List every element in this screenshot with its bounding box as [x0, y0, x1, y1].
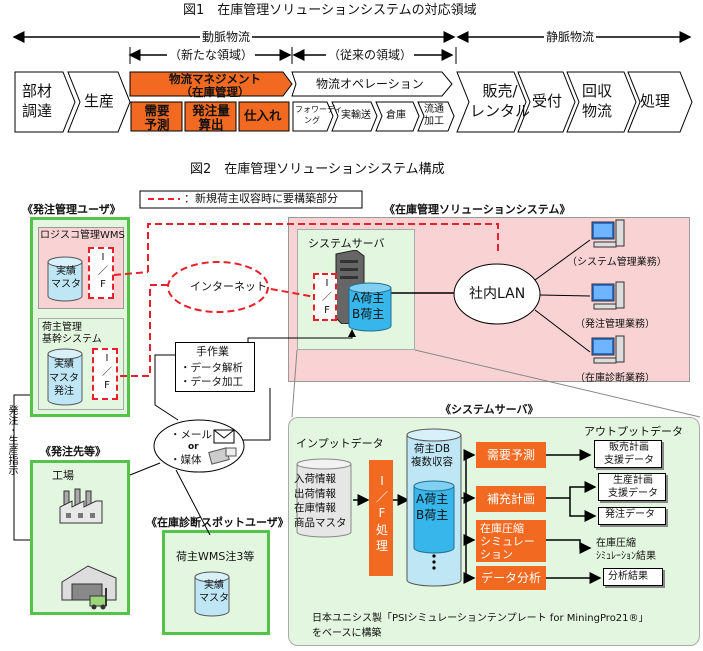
media-label: ・媒体 — [170, 454, 202, 466]
chevron-operations — [291, 71, 453, 97]
order-instruction-label: 発注・生産指示 — [6, 405, 17, 475]
server-if-box — [313, 273, 337, 321]
chevron-management — [129, 71, 293, 97]
shipper-db-cylinder — [47, 348, 83, 406]
mail-media-ellipse — [153, 419, 245, 473]
management-label: 物流マネジメント（在庫管理） — [169, 72, 261, 99]
client-pc-icon-2 — [591, 281, 625, 310]
internet-label: インターネット — [190, 280, 267, 293]
step-procurement: 部材調達 — [22, 82, 53, 120]
old-area-label: （従来の領域） — [326, 48, 415, 62]
arterial-label: 動脈物流 — [200, 30, 253, 44]
step-production: 生産 — [84, 92, 115, 110]
system-server-label: システムサーバ — [308, 237, 385, 250]
factory-icon — [59, 488, 103, 524]
venous-label: 静脈物流 — [544, 30, 597, 44]
process-chevrons — [14, 71, 693, 133]
logistics-wms-label: ロジスコ管理WMS — [40, 230, 125, 241]
process-replenishment: 補充計画 — [476, 486, 546, 512]
if-process-box — [369, 460, 393, 576]
output-sales-plan-label: 販売計画支援データ — [604, 442, 654, 466]
lan-ellipse — [453, 263, 541, 325]
operations-label: 物流オペレーション — [316, 77, 424, 91]
warehouse-forklift-icon — [61, 565, 117, 610]
output-order-data-label: 発注データ — [605, 509, 655, 520]
order-user-title: 《発注管理ユーザ》 — [22, 203, 121, 216]
chevron-receipt — [517, 71, 576, 133]
client-label-2: （発注管理業務） — [575, 319, 655, 330]
client-pc-icon-3 — [591, 335, 625, 364]
ops-item-transport: 実輸送 — [341, 110, 371, 121]
output-order-data — [598, 507, 666, 525]
process-inventory-simulation — [476, 520, 546, 562]
output-simulation-result-label: 在庫圧縮ｼﾐｭﾚｰｼｮﾝ結果 — [596, 538, 656, 562]
input-data-cylinder — [296, 458, 352, 538]
shipper-system-label: 荷主管理基幹システム — [42, 322, 102, 345]
mgmt-item-order-qty: 発注量算出 — [192, 103, 230, 132]
server-if-label: I／F — [322, 278, 332, 316]
chevron-collection — [566, 71, 637, 133]
lan-label: 社内LAN — [469, 286, 526, 302]
server-db-cylinder — [348, 282, 392, 332]
output-data-title: アウトプットデータ — [584, 425, 683, 438]
legend-text: ：新規荷主収容時に要構築部分 — [184, 192, 338, 205]
server-section-title: 《システムサーバ》 — [440, 403, 539, 416]
ops-item-processing: 流通加工 — [424, 104, 444, 127]
or-label: or — [188, 442, 199, 452]
shipper-db-label: 実績マスタ発注 — [49, 359, 79, 397]
output-sales-plan — [594, 440, 662, 468]
shipper-if-box — [92, 348, 118, 400]
shipper-wms-label: 荷主WMS注3等 — [176, 550, 255, 563]
input-data-items: 入荷情報出荷情報在庫情報商品マスタ — [294, 473, 347, 530]
ops-item-forwarding: フォワーディング — [295, 105, 343, 125]
spot-db-label: 実績マスタ — [199, 580, 229, 604]
figure2-title: 図2 在庫管理ソリューションシステム構成 — [190, 162, 445, 177]
input-data-title: インプットデータ — [296, 437, 384, 450]
logistics-if-box — [88, 247, 114, 299]
output-analysis-label: 分析結果 — [608, 571, 648, 582]
client-label-3: （在庫診断業務） — [575, 373, 655, 384]
shipper-db-multi-cylinder — [406, 428, 462, 587]
logistics-db-cylinder — [47, 256, 83, 302]
step-sales: 販売/レンタル — [470, 82, 531, 120]
spot-user-title: 《在庫診断スポットユーザ》 — [146, 516, 289, 529]
client-pc-icon-1 — [591, 219, 625, 248]
chevron-sales — [456, 71, 527, 133]
manual-work-title: 手作業 — [196, 345, 229, 358]
chevron-procurement — [14, 71, 76, 133]
new-area-label: （新たな領域） — [167, 48, 256, 62]
ops-item-warehouse: 倉庫 — [386, 110, 406, 121]
output-analysis — [603, 568, 663, 586]
output-production-plan-label: 生産計画支援データ — [608, 475, 658, 499]
manual-work-items: ・データ解析・データ加工 — [180, 362, 243, 388]
factory-label: 工場 — [52, 469, 74, 482]
chevron-disposal — [627, 71, 693, 133]
step-disposal: 処理 — [640, 92, 671, 110]
shipper-if-label: I／F — [102, 353, 112, 391]
step-collection: 回収物流 — [582, 82, 613, 120]
mgmt-item-purchase: 仕入れ — [244, 108, 282, 123]
supplier-title: 《発注先等》 — [40, 445, 106, 458]
solution-system-title: 《在庫管理ソリューションシステム》 — [384, 203, 571, 216]
step-receipt: 受付 — [532, 92, 563, 110]
process-demand-forecast: 需要予測 — [476, 442, 546, 468]
figure1-title: 図1 在庫管理ソリューションシステムの対応領域 — [183, 3, 477, 18]
chevron-production — [67, 71, 131, 133]
logistics-db-label: 実績マスタ — [51, 266, 81, 290]
process-inventory-simulation-label: 在庫圧縮シミュレーション — [480, 522, 535, 562]
mgmt-item-forecast: 需要予測 — [144, 103, 170, 132]
mail-label: ・メール — [170, 429, 212, 441]
process-data-analysis: データ分析 — [476, 566, 546, 590]
manual-work-box — [175, 342, 255, 392]
output-production-plan — [598, 473, 666, 501]
client-label-1: （システム管理業務） — [567, 257, 667, 268]
footnote: 日本ユニシス製「PSIシミュレーションテンプレート for MiningPro2… — [312, 613, 649, 639]
logistics-if-label: I／F — [98, 252, 108, 290]
spot-db-cylinder — [194, 571, 230, 617]
